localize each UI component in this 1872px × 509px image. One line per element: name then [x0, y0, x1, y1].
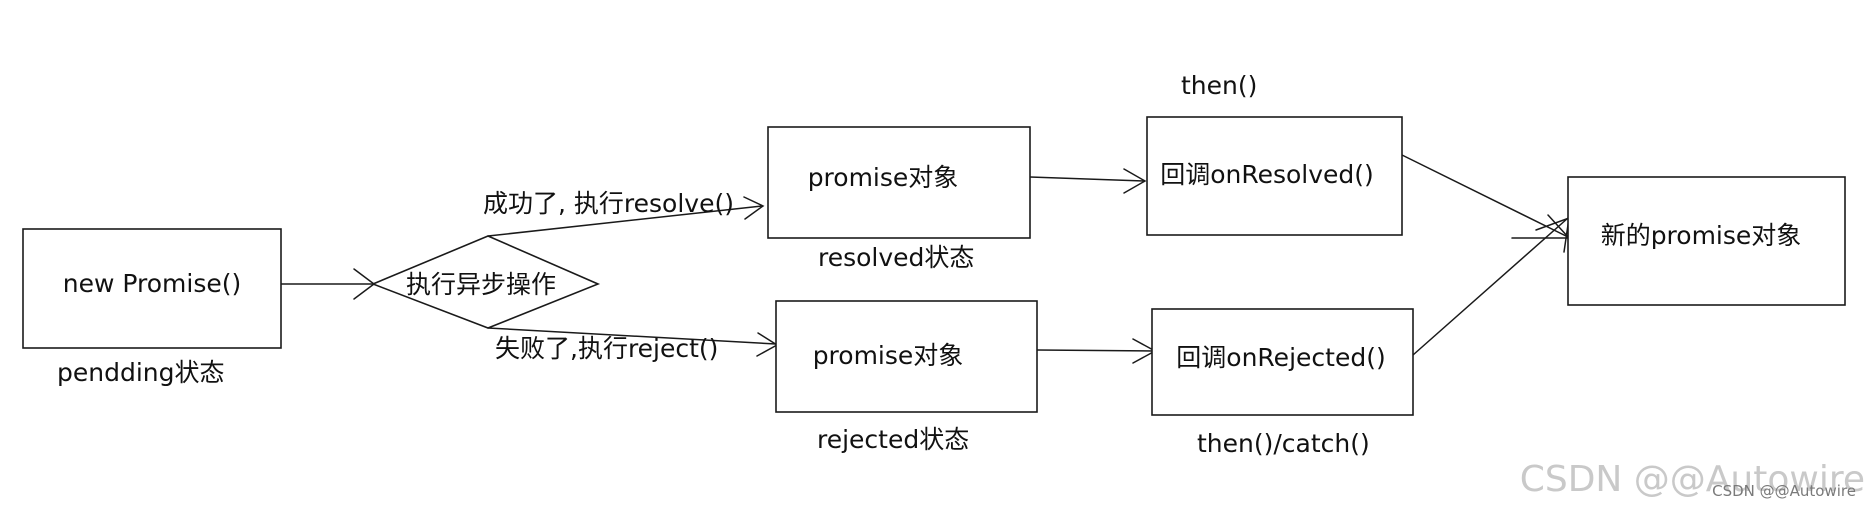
new-promise-box: [22, 228, 282, 349]
new-promise-object-box: [1567, 176, 1846, 306]
watermark-main-text: CSDN @@Autowire: [1520, 459, 1865, 500]
on-rejected-box: [1151, 308, 1414, 416]
new-promise-object-label: 新的promise对象: [1601, 221, 1802, 250]
on-resolved-label: 回调onResolved(): [1160, 160, 1374, 189]
promise-rejected-label: promise对象: [813, 341, 964, 370]
state-labels: pendding状态 resolved状态 rejected状态: [57, 243, 974, 454]
async-operation-label: 执行异步操作: [406, 270, 556, 299]
promise-rejected-box: [775, 300, 1038, 413]
on-rejected-label: 回调onRejected(): [1176, 343, 1385, 372]
arrowhead-resolved: [743, 196, 765, 220]
resolved-state-label: resolved状态: [818, 243, 974, 272]
success-label: 成功了, 执行resolve(): [483, 189, 734, 218]
promise-resolved-box: [767, 126, 1031, 239]
edge-async-to-rejected: [487, 327, 777, 345]
nodes: new Promise() 执行异步操作 promise对象 promise对象…: [22, 116, 1846, 416]
then-label: then(): [1181, 71, 1257, 100]
edge-resolved-to-callback: [1029, 176, 1145, 182]
arrowhead-new-promise: [1511, 214, 1571, 239]
failure-label: 失败了,执行reject(): [495, 334, 718, 363]
promise-resolved-label: promise对象: [808, 163, 959, 192]
edge-on-rejected-to-new-promise: [1412, 217, 1569, 356]
watermark-small-text: CSDN @@Autowire: [1712, 482, 1856, 500]
edge-on-resolved-to-new-promise: [1401, 154, 1569, 238]
watermark: CSDN @@Autowire CSDN @@Autowire: [1520, 459, 1865, 500]
async-operation-diamond: [370, 235, 601, 329]
method-labels: then() then()/catch(): [1181, 71, 1370, 458]
pending-state-label: pendding状态: [57, 358, 225, 387]
on-resolved-box: [1146, 116, 1403, 236]
then-catch-label: then()/catch(): [1197, 429, 1370, 458]
edge-rejected-to-callback: [1036, 349, 1155, 352]
new-promise-label: new Promise(): [63, 269, 242, 298]
arrowhead-on-resolved: [1123, 168, 1147, 194]
edge-labels: 成功了, 执行resolve() 失败了,执行reject(): [483, 189, 734, 363]
rejected-state-label: rejected状态: [817, 425, 969, 454]
edge-async-to-resolved: [487, 205, 763, 237]
